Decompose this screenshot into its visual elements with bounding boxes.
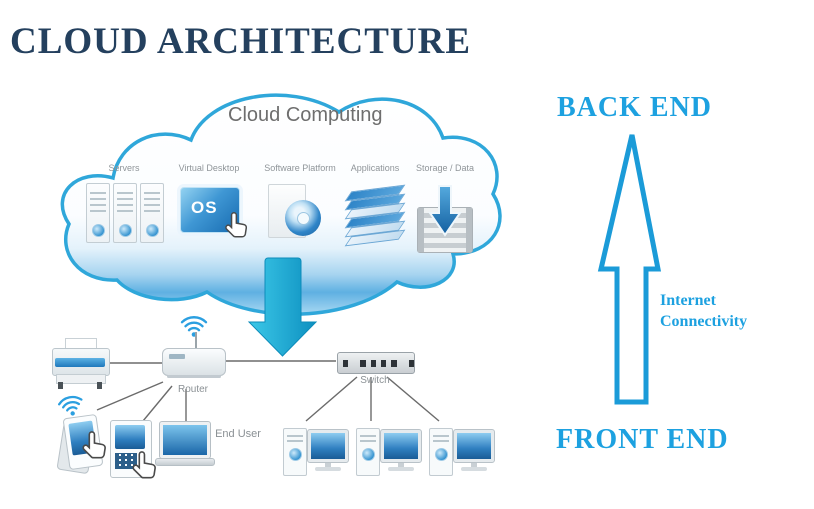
monitor-icon [307,429,349,475]
storage-data-label: Storage / Data [415,163,475,173]
pc-tower-icon [356,428,380,476]
router-antenna [195,332,197,349]
hand-cursor-icon [225,212,247,238]
router-label: Router [177,384,208,395]
switch-label: Switch [360,375,390,386]
printer-icon [52,338,110,390]
cloud-computing-label: Cloud Computing [228,104,383,126]
virtual-desktop-icon: OS [180,187,247,238]
router-icon [162,348,226,378]
pc-tower-icon [283,428,307,476]
page-title: CLOUD ARCHITECTURE [10,21,472,62]
back-end-label: BACK END [557,92,713,123]
virtual-desktop-label: Virtual Desktop [178,163,240,173]
laptop-icon [155,421,215,466]
servers-label: Servers [108,163,140,173]
pc-tower-icon [429,428,453,476]
wifi-icon [57,395,83,416]
download-arrow-icon [247,257,318,357]
servers-icon [86,181,164,245]
up-arrow-icon [597,134,662,405]
applications-label: Applications [350,163,400,173]
wifi-icon [180,316,208,337]
storage-data-icon [413,183,475,253]
storage-download-arrow-icon [428,185,462,237]
hand-cursor-icon [82,431,106,459]
os-badge: OS [191,198,218,217]
cd-disc-icon [285,200,321,236]
smartphone-icon [52,394,130,486]
handheld-device-icon [110,420,156,482]
switch-icon [337,352,415,374]
front-end-label: FRONT END [556,424,729,455]
internet-connectivity-label: Internet Connectivity [660,290,747,332]
internet-connectivity-line2: Connectivity [660,313,748,330]
monitor-icon [380,429,422,475]
internet-connectivity-line1: Internet [660,292,716,309]
monitor-icon [453,429,495,475]
end-user-label: End User [215,428,261,440]
software-platform-label: Software Platform [264,163,336,173]
hand-cursor-icon [132,451,156,479]
